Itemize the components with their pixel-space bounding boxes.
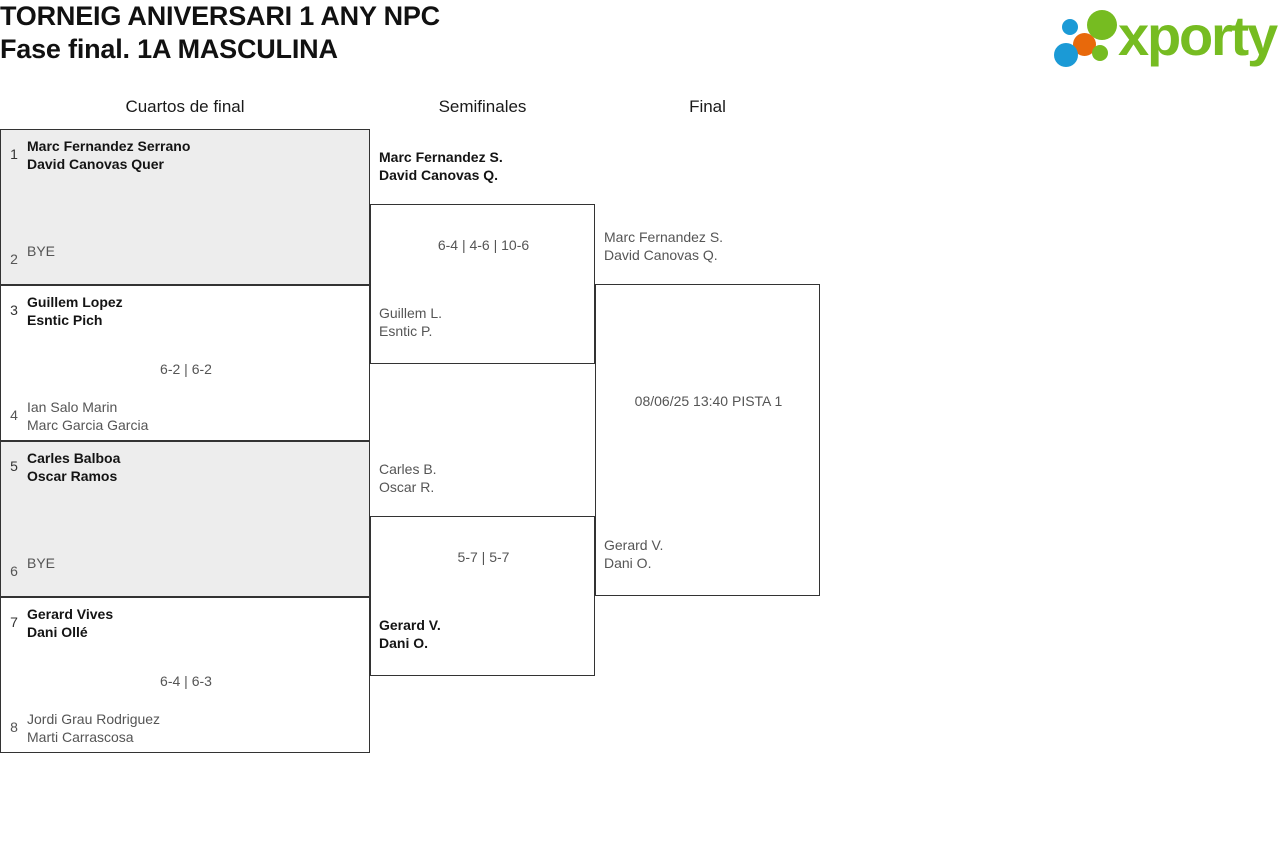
logo-dot-green-small-icon xyxy=(1092,45,1108,61)
team-players: Marc Fernandez Serrano David Canovas Que… xyxy=(27,137,190,173)
seed-number: 8 xyxy=(10,719,18,735)
match-semifinal-1[interactable]: Marc Fernandez S. David Canovas Q. Guill… xyxy=(370,149,595,364)
player-name-1: Carles B. xyxy=(379,461,437,477)
player-name-1: Gerard Vives xyxy=(27,606,114,622)
match-team-top[interactable]: Carles B. Oscar R. xyxy=(379,460,437,496)
player-name-1: Carles Balboa xyxy=(27,450,121,466)
page-title: TORNEIG ANIVERSARI 1 ANY NPC Fase final.… xyxy=(0,0,440,66)
player-name-1: Marc Fernandez S. xyxy=(379,149,503,165)
match-team-top[interactable]: Marc Fernandez S. David Canovas Q. xyxy=(379,148,503,184)
team-players: Guillem L. Esntic P. xyxy=(379,304,442,340)
round-header-final: Final xyxy=(689,97,726,116)
tournament-phase: Fase final. 1A MASCULINA xyxy=(0,34,338,64)
team-players: Jordi Grau Rodriguez Marti Carrascosa xyxy=(27,710,160,746)
player-name-2: Esntic P. xyxy=(379,323,433,339)
match-score: 6-4 | 6-3 xyxy=(160,673,212,689)
match-team-top[interactable]: 1 Marc Fernandez Serrano David Canovas Q… xyxy=(1,137,190,173)
match-score: 6-4 | 4-6 | 10-6 xyxy=(437,237,530,253)
player-name-2: David Canovas Q. xyxy=(379,167,499,183)
match-team-bottom[interactable]: Guillem L. Esntic P. xyxy=(379,304,442,340)
match-team-bottom[interactable]: 2 BYE xyxy=(1,242,55,268)
round-header-semifinals: Semifinales xyxy=(438,97,527,116)
match-score: 6-2 | 6-2 xyxy=(160,361,212,377)
xporty-logo[interactable]: xporty xyxy=(1052,4,1278,68)
player-name-1: Gerard V. xyxy=(604,537,664,553)
logo-wordmark: xporty xyxy=(1118,4,1278,67)
team-players: BYE xyxy=(27,242,55,260)
player-name-1: Jordi Grau Rodriguez xyxy=(27,711,161,727)
team-players: Marc Fernandez S. David Canovas Q. xyxy=(604,228,723,264)
logo-dot-green-large-icon xyxy=(1087,10,1117,40)
logo-dots-icon xyxy=(1052,6,1124,68)
seed-number: 7 xyxy=(10,614,18,630)
match-quarterfinal-3[interactable]: 5 Carles Balboa Oscar Ramos 6 BYE xyxy=(0,441,370,597)
seed-number: 4 xyxy=(10,407,18,423)
player-name-1: Guillem Lopez xyxy=(27,294,123,310)
match-quarterfinal-4[interactable]: 7 Gerard Vives Dani Ollé 8 Jordi Grau Ro… xyxy=(0,597,370,753)
team-players: Gerard V. Dani O. xyxy=(604,536,663,572)
player-name-2: Oscar R. xyxy=(379,479,435,495)
seed-number: 3 xyxy=(10,302,18,318)
player-name-2: Esntic Pich xyxy=(27,312,103,328)
tournament-name: TORNEIG ANIVERSARI 1 ANY NPC xyxy=(0,1,440,31)
round-header-quarterfinals: Cuartos de final xyxy=(125,97,245,116)
match-team-top[interactable]: 5 Carles Balboa Oscar Ramos xyxy=(1,449,120,485)
match-final[interactable]: Marc Fernandez S. David Canovas Q. Gerar… xyxy=(595,229,820,596)
match-team-top[interactable]: 3 Guillem Lopez Esntic Pich xyxy=(1,293,123,329)
match-schedule: 08/06/25 13:40 PISTA 1 xyxy=(634,393,783,409)
match-quarterfinal-1[interactable]: 1 Marc Fernandez Serrano David Canovas Q… xyxy=(0,129,370,285)
player-name-2: Dani Ollé xyxy=(27,624,88,640)
match-team-bottom[interactable]: 8 Jordi Grau Rodriguez Marti Carrascosa xyxy=(1,710,160,746)
logo-dot-orange-icon xyxy=(1073,33,1096,56)
seed-number: 6 xyxy=(10,563,18,579)
team-players: Gerard Vives Dani Ollé xyxy=(27,605,113,641)
player-name-2: Marti Carrascosa xyxy=(27,729,134,745)
match-score: 5-7 | 5-7 xyxy=(457,549,510,565)
seed-number: 5 xyxy=(10,458,18,474)
player-name-1: Gerard V. xyxy=(379,617,441,633)
team-players: Carles B. Oscar R. xyxy=(379,460,437,496)
team-players: Gerard V. Dani O. xyxy=(379,616,441,652)
team-players: Marc Fernandez S. David Canovas Q. xyxy=(379,148,503,184)
logo-dot-blue-small-icon xyxy=(1062,19,1078,35)
player-name-1: BYE xyxy=(27,243,56,259)
player-name-2: David Canovas Quer xyxy=(27,156,164,172)
player-name-1: Marc Fernandez S. xyxy=(604,229,724,245)
match-quarterfinal-2[interactable]: 3 Guillem Lopez Esntic Pich 4 Ian Salo M… xyxy=(0,285,370,441)
player-name-2: Marc Garcia Garcia xyxy=(27,417,149,433)
team-players: Carles Balboa Oscar Ramos xyxy=(27,449,120,485)
seed-number: 1 xyxy=(10,146,18,162)
player-name-1: Ian Salo Marin xyxy=(27,399,118,415)
match-team-bottom[interactable]: Gerard V. Dani O. xyxy=(604,536,663,572)
logo-dot-blue-large-icon xyxy=(1054,43,1078,67)
player-name-2: Dani O. xyxy=(604,555,652,571)
player-name-2: Dani O. xyxy=(379,635,429,651)
match-team-top[interactable]: 7 Gerard Vives Dani Ollé xyxy=(1,605,113,641)
match-team-bottom[interactable]: 6 BYE xyxy=(1,554,55,580)
player-name-1: Marc Fernandez Serrano xyxy=(27,138,191,154)
match-team-bottom[interactable]: Gerard V. Dani O. xyxy=(379,616,441,652)
match-team-bottom[interactable]: 4 Ian Salo Marin Marc Garcia Garcia xyxy=(1,398,148,434)
match-team-top[interactable]: Marc Fernandez S. David Canovas Q. xyxy=(604,228,723,264)
player-name-1: BYE xyxy=(27,555,56,571)
page-header: TORNEIG ANIVERSARI 1 ANY NPC Fase final.… xyxy=(0,0,1280,74)
player-name-1: Guillem L. xyxy=(379,305,443,321)
player-name-2: Oscar Ramos xyxy=(27,468,118,484)
seed-number: 2 xyxy=(10,251,18,267)
match-semifinal-2[interactable]: Carles B. Oscar R. Gerard V. Dani O. 5-7… xyxy=(370,461,595,676)
team-players: BYE xyxy=(27,554,55,572)
team-players: Guillem Lopez Esntic Pich xyxy=(27,293,123,329)
team-players: Ian Salo Marin Marc Garcia Garcia xyxy=(27,398,148,434)
player-name-2: David Canovas Q. xyxy=(604,247,718,263)
